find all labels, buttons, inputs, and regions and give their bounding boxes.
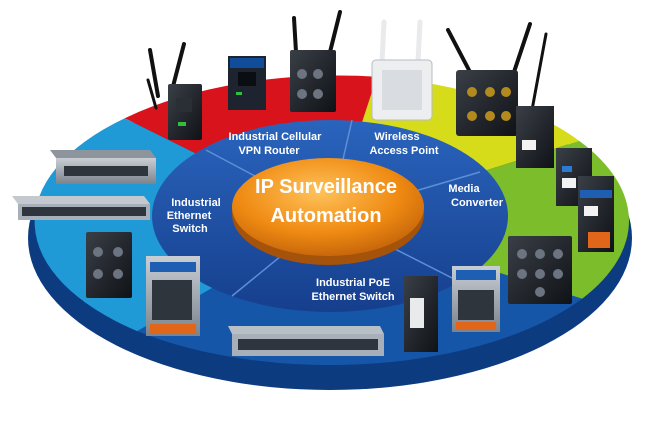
media-converter-device-3 [578, 176, 614, 252]
media-converter-device-1 [516, 32, 554, 168]
poe-switch-device-1 [508, 236, 572, 304]
ethernet-switch-device-4 [146, 256, 200, 336]
wireless-ap-device-2 [446, 22, 532, 136]
hub-title-line1: IP Surveillance [255, 176, 397, 198]
label-cellular-line2: VPN Router [238, 145, 300, 157]
ethernet-switch-device-5 [228, 326, 384, 356]
poe-switch-device-3 [404, 276, 438, 352]
label-media-line2: Converter [451, 197, 504, 209]
label-ethernet-line2: Ethernet [167, 210, 212, 222]
poe-switch-device-2 [452, 266, 500, 332]
label-poe-line1: Industrial PoE [316, 277, 390, 289]
segment-labels: Industrial Cellular VPN Router Wireless … [167, 131, 504, 303]
label-media-line1: Media [448, 183, 480, 195]
cellular-router-device-1 [146, 42, 202, 140]
ethernet-switch-device-3 [86, 232, 132, 298]
label-ethernet-line3: Switch [172, 223, 208, 235]
label-wireless-line1: Wireless [374, 131, 419, 143]
ethernet-switch-device-2 [12, 196, 150, 220]
hub-title-line2: Automation [270, 205, 381, 227]
cellular-router-device-3 [290, 10, 342, 112]
ethernet-switch-device-1 [50, 150, 156, 184]
label-ethernet-line1: Industrial [171, 197, 221, 209]
label-cellular-line1: Industrial Cellular [229, 131, 323, 143]
wireless-ap-device-1 [371, 19, 433, 121]
label-wireless-line2: Access Point [369, 145, 438, 157]
cellular-router-device-2 [228, 56, 266, 110]
hub: IP Surveillance Automation [232, 158, 424, 265]
label-poe-line2: Ethernet Switch [311, 291, 394, 303]
